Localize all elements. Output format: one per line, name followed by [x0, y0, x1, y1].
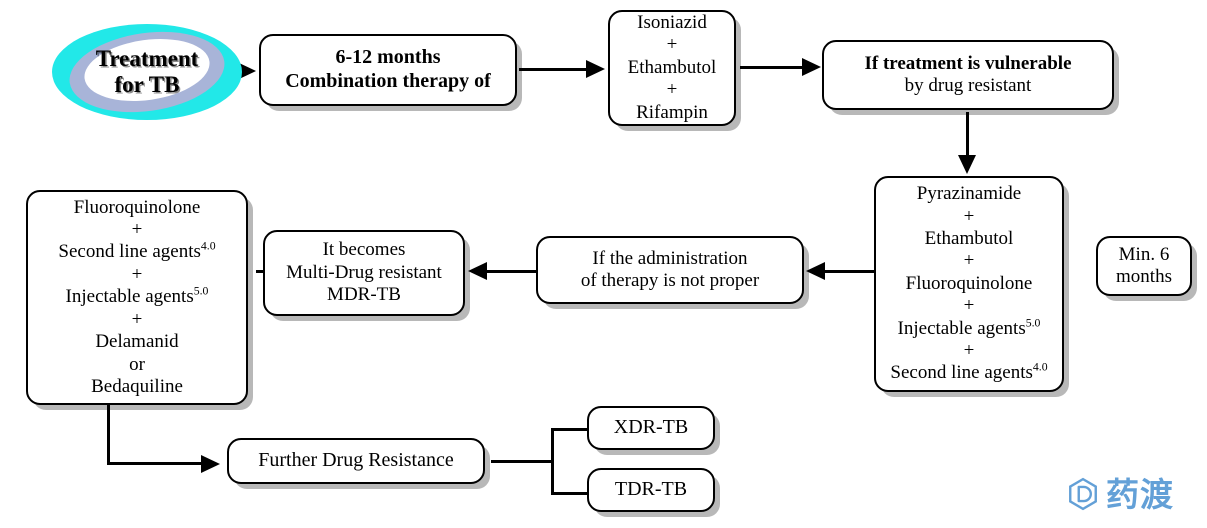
- mdrregimen-drug-3-wrap: Injectable agents5.0: [66, 286, 209, 308]
- node-tdr-tb: TDR-TB: [587, 468, 715, 512]
- connector-secondregimen-to-improper: [820, 270, 876, 273]
- secondregimen-drug-2: Ethambutol: [924, 227, 1014, 249]
- further-line-1: Further Drug Resistance: [258, 449, 454, 472]
- firstline-drug-3: Rifampin: [636, 101, 708, 123]
- secondregimen-drug-4-wrap: Injectable agents5.0: [897, 316, 1041, 340]
- mdrregimen-plus-2: +: [131, 263, 143, 285]
- duration-line-1: 6-12 months: [335, 46, 441, 69]
- mdr-line-2: Multi-Drug resistant: [286, 261, 442, 283]
- mdrregimen-drug-5: Bedaquiline: [91, 375, 183, 397]
- node-minimum-duration: Min. 6 months: [1096, 236, 1192, 296]
- improper-line-1: If the administration: [592, 247, 748, 269]
- node-mdr-regimen: Fluoroquinolone + Second line agents4.0 …: [26, 190, 248, 405]
- bracket-branch-upper: [551, 428, 589, 431]
- mdrregimen-drug-3-superscript: 5.0: [193, 284, 209, 298]
- arrowhead-secondregimen-to-improper: [806, 262, 825, 280]
- secondregimen-plus-2: +: [963, 250, 975, 272]
- connector-duration-to-firstline: [519, 68, 591, 71]
- secondregimen-drug-5-wrap: Second line agents4.0: [890, 362, 1047, 384]
- node-mdr-tb: It becomes Multi-Drug resistant MDR-TB: [263, 230, 465, 316]
- arrowhead-firstline-to-vulnerable: [802, 58, 821, 76]
- node-second-line-regimen: Pyrazinamide + Ethambutol + Fluoroquinol…: [874, 176, 1064, 392]
- secondregimen-drug-3: Fluoroquinolone: [905, 272, 1033, 294]
- watermark: 药渡: [1066, 477, 1174, 511]
- node-treatment-vulnerable: If treatment is vulnerable by drug resis…: [822, 40, 1114, 110]
- watermark-text: 药渡: [1106, 474, 1174, 514]
- secondregimen-plus-4: +: [963, 340, 975, 362]
- secondregimen-drug-4: Injectable agents: [897, 317, 1026, 339]
- improper-line-2: of therapy is not proper: [580, 270, 760, 291]
- connector-improper-to-mdr: [482, 270, 538, 273]
- firstline-plus-2: +: [666, 79, 678, 101]
- secondregimen-plus-1: +: [963, 205, 975, 227]
- bracket-branch-lower: [551, 492, 589, 495]
- connector-mdrregimen-right: [107, 462, 207, 465]
- start-node-treatment-for-tb: Treatment for TB: [52, 22, 242, 122]
- minmonths-line-1: Min. 6: [1118, 243, 1170, 265]
- mdrregimen-plus-1: +: [131, 219, 143, 241]
- xdr-line-1: XDR-TB: [613, 416, 689, 439]
- connector-mdr-to-mdrregimen: [256, 270, 266, 273]
- mdrregimen-drug-2: Second line agents: [58, 241, 201, 263]
- mdrregimen-drug-1: Fluoroquinolone: [73, 196, 201, 218]
- minmonths-line-2: months: [1116, 266, 1172, 287]
- connector-mdrregimen-down: [107, 403, 110, 465]
- start-label-line-1: Treatment: [95, 46, 199, 72]
- mdrregimen-plus-3: +: [131, 308, 143, 330]
- arrowhead-improper-to-mdr: [468, 262, 487, 280]
- node-xdr-tb: XDR-TB: [587, 406, 715, 450]
- node-duration: 6-12 months Combination therapy of: [259, 34, 517, 106]
- firstline-drug-1: Isoniazid: [637, 11, 707, 33]
- arrowhead-duration-to-firstline: [586, 60, 605, 78]
- node-first-line-regimen: Isoniazid + Ethambutol + Rifampin: [608, 10, 736, 126]
- arrowhead-vulnerable-to-secondregimen: [958, 155, 976, 174]
- bracket-vertical: [551, 428, 554, 495]
- arrowhead-start-to-duration: [237, 62, 256, 80]
- connector-vulnerable-to-secondregimen: [966, 112, 969, 164]
- secondregimen-plus-3: +: [963, 295, 975, 317]
- firstline-plus-1: +: [666, 34, 678, 56]
- mdr-line-1: It becomes: [322, 239, 406, 261]
- vulnerable-line-1: If treatment is vulnerable: [864, 52, 1072, 74]
- duration-line-2: Combination therapy of: [285, 70, 491, 92]
- start-node-label: Treatment for TB: [52, 24, 242, 120]
- secondregimen-drug-4-superscript: 5.0: [1025, 316, 1041, 330]
- mdrregimen-or: or: [129, 353, 145, 375]
- mdr-line-3: MDR-TB: [327, 284, 401, 306]
- tdr-line-1: TDR-TB: [614, 478, 688, 501]
- start-label-line-2: for TB: [114, 72, 180, 97]
- secondregimen-drug-5-superscript: 4.0: [1032, 361, 1048, 375]
- secondregimen-drug-1: Pyrazinamide: [916, 183, 1022, 205]
- mdrregimen-drug-2-wrap: Second line agents4.0: [58, 241, 215, 263]
- connector-firstline-to-vulnerable: [740, 66, 808, 69]
- connector-further-to-bracket: [491, 460, 553, 463]
- vulnerable-line-2: by drug resistant: [904, 75, 1032, 96]
- mdrregimen-drug-3: Injectable agents: [65, 286, 194, 308]
- mdrregimen-drug-4: Delamanid: [95, 331, 179, 353]
- arrowhead-to-further-resistance: [201, 455, 220, 473]
- node-further-drug-resistance: Further Drug Resistance: [227, 438, 485, 484]
- hexagon-d-logo-icon: [1069, 477, 1097, 511]
- firstline-drug-2: Ethambutol: [627, 56, 717, 78]
- node-improper-administration: If the administration of therapy is not …: [536, 236, 804, 304]
- secondregimen-drug-5: Second line agents: [890, 362, 1033, 384]
- mdrregimen-drug-2-superscript: 4.0: [200, 240, 216, 254]
